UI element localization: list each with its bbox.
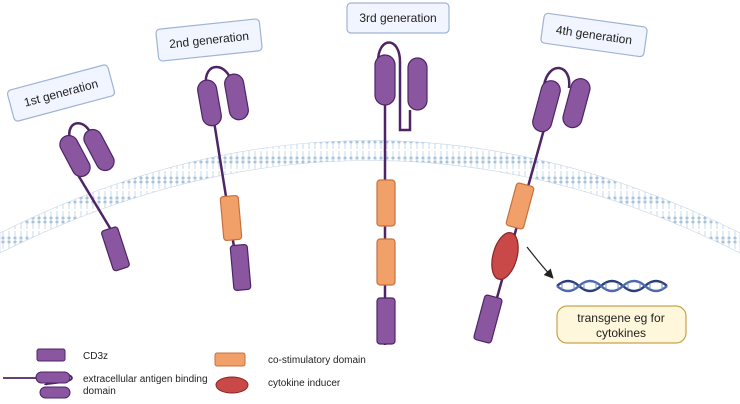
antigen-binding-domain xyxy=(224,73,249,121)
cd3z-domain xyxy=(229,243,252,291)
generation-label-2nd: 2nd generation xyxy=(155,18,263,62)
cytokine-inducer xyxy=(491,232,519,280)
antigen-binding-domain xyxy=(407,57,428,111)
car-2nd-generation xyxy=(197,65,252,291)
legend-costim-label: co-stimulatory domain xyxy=(268,355,366,366)
legend-cytokine-swatch xyxy=(215,376,249,394)
cd3z-domain xyxy=(376,297,396,345)
antigen-binding-domain xyxy=(374,54,396,106)
cd3z-domain xyxy=(101,226,130,272)
antigen-binding-domain xyxy=(197,79,222,127)
legend-antigen-swatch xyxy=(3,371,73,399)
cell-membrane xyxy=(0,140,740,254)
generation-label-4th: 4th generation xyxy=(540,12,648,58)
costimulatory-domain xyxy=(505,182,535,230)
antigen-binding-domain xyxy=(532,80,561,133)
car-3rd-generation xyxy=(374,41,428,345)
generation-label-1st: 1st generation xyxy=(6,64,116,122)
antigen-binding-domain xyxy=(83,128,115,172)
svg-text:3rd generation: 3rd generation xyxy=(359,11,436,25)
induction-arrow xyxy=(526,246,554,279)
costimulatory-domain xyxy=(376,238,396,286)
generation-label-3rd: 3rd generation xyxy=(346,2,450,34)
legend-cytokine-label: cytokine inducer xyxy=(268,378,341,389)
car-4th-generation xyxy=(473,66,591,344)
car-1st-generation xyxy=(59,122,130,272)
costimulatory-domain xyxy=(376,179,396,227)
dna-helix-icon xyxy=(556,279,668,293)
costimulatory-domain xyxy=(219,194,243,242)
legend-cd3z-label: CD3z xyxy=(83,351,108,362)
legend-cd3z-swatch xyxy=(36,348,66,362)
transgene-label-box: transgene eg for cytokines xyxy=(556,305,687,344)
cd3z-domain xyxy=(473,294,503,344)
legend-antigen-label-line1: extracellular antigen binding xyxy=(83,374,208,385)
antigen-binding-domain xyxy=(59,134,91,178)
transgene-label-line2: cytokines xyxy=(596,326,646,340)
legend: CD3z extracellular antigen binding domai… xyxy=(3,348,366,399)
transgene-label-line1: transgene eg for xyxy=(577,311,664,325)
legend-antigen-label-line2: domain xyxy=(83,386,116,397)
legend-costim-swatch xyxy=(214,352,246,367)
antigen-binding-domain xyxy=(562,78,591,129)
